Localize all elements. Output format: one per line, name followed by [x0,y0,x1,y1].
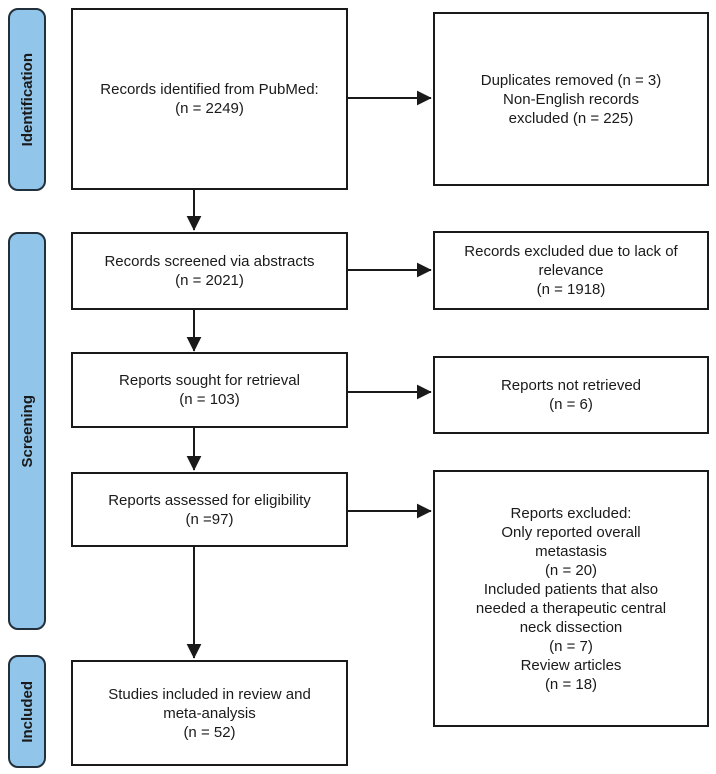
duplicates-removed-text: Duplicates removed (n = 3) [480,71,662,89]
records-excluded-box: Records excluded due to lack of relevanc… [433,231,709,310]
records-screened-count: (n = 2021) [175,272,244,289]
reports-excluded-box: Reports excluded: Only reported overall … [433,470,709,727]
stage-identification-label: Identification [18,52,36,147]
stage-included: Included [8,655,46,768]
reports-excluded-count1: (n = 20) [544,561,598,579]
studies-included-count: (n = 52) [183,723,236,741]
reports-not-retrieved-text: Reports not retrieved [500,377,642,394]
reports-not-retrieved-box: Reports not retrieved (n = 6) [433,356,709,434]
records-identified-count: (n = 2249) [175,100,244,117]
duplicates-removed-box: Duplicates removed (n = 3) Non-English r… [433,12,709,186]
reports-sought-text: Reports sought for retrieval [119,372,300,389]
reports-excluded-title: Reports excluded: [510,504,632,522]
reports-sought-box: Reports sought for retrieval (n = 103) [71,352,348,428]
reports-assessed-text: Reports assessed for eligibility [108,491,311,509]
reports-excluded-reason1: Only reported overall [501,523,641,541]
reports-assessed-box: Reports assessed for eligibility (n =97) [71,472,348,547]
stage-screening-label: Screening [18,394,36,468]
reports-assessed-count: (n =97) [185,510,234,528]
reports-excluded-count3: (n = 18) [544,675,598,693]
reports-excluded-reason3: Review articles [520,656,622,674]
records-excluded-text: Records excluded due to lack of [464,243,678,260]
stage-screening: Screening [8,232,46,630]
records-screened-box: Records screened via abstracts (n = 2021… [71,232,348,310]
reports-excluded-reason2b: needed a therapeutic central [475,599,667,617]
reports-not-retrieved-count: (n = 6) [549,396,593,413]
reports-sought-count: (n = 103) [179,391,240,408]
studies-included-text: Studies included in review and [108,685,311,703]
records-identified-text: Records identified from PubMed: [100,81,319,98]
reports-excluded-count2: (n = 7) [549,637,593,655]
stage-included-label: Included [18,680,36,743]
records-excluded-count: (n = 1918) [536,281,606,298]
studies-included-text2: meta-analysis [163,704,256,722]
records-identified-box: Records identified from PubMed: (n = 224… [71,8,348,190]
duplicates-removed-text2: Non-English records [503,90,639,108]
reports-excluded-reason1b: metastasis [535,542,607,560]
reports-excluded-reason2: Included patients that also [483,580,659,598]
stage-identification: Identification [8,8,46,191]
records-excluded-text2: relevance [538,262,604,279]
records-screened-text: Records screened via abstracts [104,253,315,270]
reports-excluded-reason2c: neck dissection [519,618,623,636]
studies-included-box: Studies included in review and meta-anal… [71,660,348,766]
duplicates-removed-count: excluded (n = 225) [508,109,634,127]
